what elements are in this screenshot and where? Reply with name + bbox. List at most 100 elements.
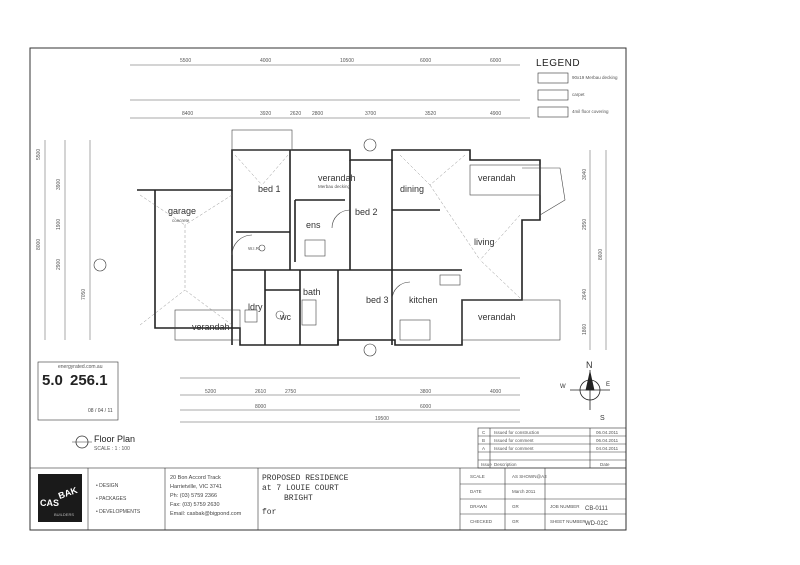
svg-text:7050: 7050 — [81, 289, 87, 300]
compass-s: S — [600, 415, 605, 422]
company-logo: CAS BAK BUILDERS — [38, 474, 82, 522]
room-verandah-left: verandah — [192, 322, 230, 332]
project-title: PROPOSED RESIDENCE at 7 LOUIE COURT BRIG… — [262, 474, 348, 518]
energy-box — [37, 361, 119, 421]
room-bed2: bed 2 — [355, 207, 378, 217]
project-line4: for — [262, 508, 277, 517]
right-dim-labels: 3040 2950 8600 2640 1860 — [582, 169, 604, 335]
svg-text:AS SHOWN@A3: AS SHOWN@A3 — [512, 474, 547, 479]
logo-text-cas: CAS — [40, 498, 60, 508]
svg-text:06.04.2011: 06.04.2011 — [596, 438, 619, 443]
legend-title: LEGEND — [536, 58, 581, 69]
room-wc: wc — [279, 312, 291, 322]
svg-text:04.04.2011: 04.04.2011 — [596, 446, 619, 451]
room-bed3: bed 3 — [366, 295, 389, 305]
svg-text:DATE: DATE — [470, 489, 482, 494]
svg-text:4000: 4000 — [260, 58, 271, 64]
svg-text:Date: Date — [600, 462, 610, 467]
bottom-dimensions — [180, 377, 520, 423]
svg-text:2900: 2900 — [56, 259, 62, 270]
svg-text:10500: 10500 — [340, 58, 354, 64]
svg-text:1900: 1900 — [56, 219, 62, 230]
svg-text:5500: 5500 — [36, 149, 42, 160]
svg-text:2610: 2610 — [255, 389, 266, 395]
svg-text:CB-0111: CB-0111 — [585, 506, 608, 512]
logo-subtitle: BUILDERS — [54, 512, 75, 517]
service-packages: • PACKAGES — [96, 496, 127, 502]
svg-text:3920: 3920 — [260, 111, 271, 117]
room-living: living — [474, 237, 495, 247]
room-verandah-top2: verandah — [478, 173, 516, 183]
svg-text:6000: 6000 — [420, 58, 431, 64]
project-line1: PROPOSED RESIDENCE — [262, 474, 349, 483]
svg-text:JOB NUMBER: JOB NUMBER — [550, 504, 580, 509]
legend: LEGEND — [536, 58, 626, 69]
svg-text:SCALE: SCALE — [470, 474, 485, 479]
svg-text:8600: 8600 — [598, 249, 604, 260]
svg-text:4000: 4000 — [490, 389, 501, 395]
svg-text:2620: 2620 — [290, 111, 301, 117]
svg-text:1860: 1860 — [582, 324, 588, 335]
title-block-lines — [29, 427, 627, 531]
energy-date: 08 / 04 / 11 — [88, 408, 113, 414]
energy-value: 256.1 — [70, 372, 108, 389]
room-verandah-top1: verandah — [318, 173, 356, 183]
top-dimensions — [130, 64, 530, 119]
room-ens: ens — [306, 220, 321, 230]
svg-text:SHEET NUMBER: SHEET NUMBER — [550, 519, 586, 524]
verandah-outlines — [174, 129, 566, 341]
svg-text:6000: 6000 — [490, 58, 501, 64]
svg-text:2950: 2950 — [582, 219, 588, 230]
project-line3: BRIGHT — [284, 494, 313, 503]
svg-text:GR: GR — [512, 519, 520, 524]
room-bath: bath — [303, 287, 321, 297]
top-dim-labels: 5500 4000 10500 6000 6000 8400 3920 2620… — [180, 58, 501, 117]
company-address: 20 Bon Accord Track Harrietville, VIC 37… — [170, 475, 242, 517]
room-decking: Merbau decking — [318, 184, 351, 189]
floorplan-scale: SCALE : 1 : 100 — [94, 446, 130, 452]
compass-w: W — [560, 384, 566, 390]
legend-item-decking: 90x19 Merbau decking — [572, 75, 618, 80]
svg-text:Issued for construction: Issued for construction — [494, 430, 540, 435]
svg-text:06.04.2011: 06.04.2011 — [596, 430, 619, 435]
room-wir: W.I.R — [248, 246, 260, 251]
right-dimensions — [589, 150, 607, 350]
svg-text:4900: 4900 — [490, 111, 501, 117]
left-dim-labels: 5500 3900 1900 2900 8000 7050 — [36, 149, 87, 300]
svg-text:March 2011: March 2011 — [512, 489, 536, 494]
svg-text:Issue: Issue — [481, 462, 492, 467]
svg-text:3520: 3520 — [425, 111, 436, 117]
building-walls — [137, 149, 541, 346]
svg-text:3700: 3700 — [365, 111, 376, 117]
floorplan-title: Floor Plan — [94, 434, 136, 444]
svg-text:CHECKED: CHECKED — [470, 519, 493, 524]
service-design: • DESIGN — [96, 483, 119, 489]
svg-text:5500: 5500 — [180, 58, 191, 64]
svg-text:Description: Description — [494, 462, 517, 467]
svg-text:5200: 5200 — [205, 389, 216, 395]
room-verandah-right: verandah — [478, 312, 516, 322]
project-line2: at 7 LOUIE COURT — [262, 484, 339, 493]
svg-text:8000: 8000 — [36, 239, 42, 250]
fixtures — [231, 209, 461, 341]
svg-text:6000: 6000 — [420, 404, 431, 410]
legend-swatch-decking — [537, 72, 569, 84]
room-kitchen: kitchen — [409, 295, 438, 305]
svg-text:3800: 3800 — [420, 389, 431, 395]
room-garage-note: concrete — [172, 218, 190, 223]
left-dimensions — [44, 140, 91, 340]
room-ldry: ldry — [248, 302, 263, 312]
svg-text:3900: 3900 — [56, 179, 62, 190]
svg-text:19500: 19500 — [375, 416, 389, 422]
svg-text:B: B — [482, 438, 485, 443]
svg-text:C: C — [482, 430, 486, 435]
compass-n: N — [586, 360, 593, 370]
svg-text:Issued for comment: Issued for comment — [494, 438, 534, 443]
service-developments: • DEVELOPMENTS — [96, 509, 141, 515]
svg-text:A: A — [482, 446, 485, 451]
energy-stars: 5.0 — [42, 372, 63, 389]
legend-swatch-carpet — [537, 89, 569, 101]
sheet-border — [29, 47, 627, 531]
svg-text:8400: 8400 — [182, 111, 193, 117]
